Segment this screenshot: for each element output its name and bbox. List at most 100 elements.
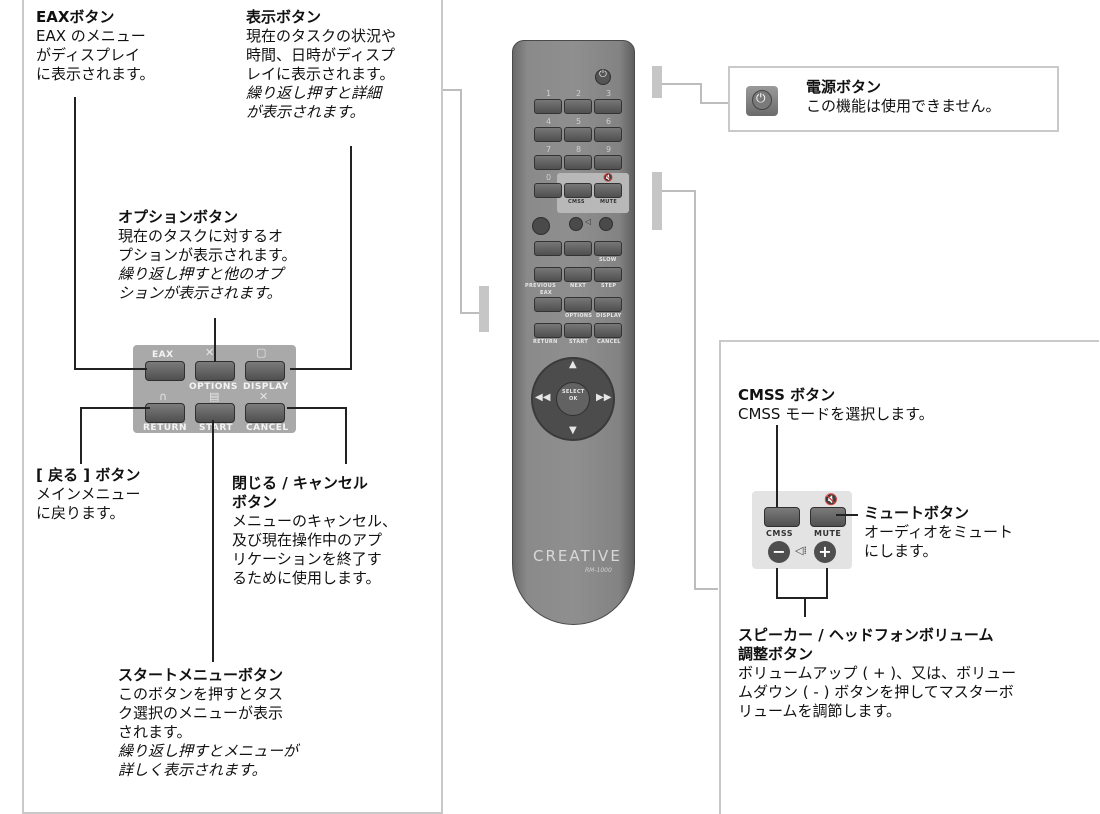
remote-button-9[interactable] xyxy=(594,155,622,170)
mini-options-button[interactable] xyxy=(195,361,235,381)
power-icon: ⏻ xyxy=(599,69,607,80)
remote-brand: CREATIVE xyxy=(533,547,622,565)
remote-next-button[interactable] xyxy=(564,267,592,282)
select-ok-button[interactable] xyxy=(556,382,590,416)
mini-return-icon: ∩ xyxy=(159,390,168,403)
remote-cmss-button[interactable] xyxy=(564,183,592,198)
volume-heading-line1: スピーカー / ヘッドフォンボリューム xyxy=(738,626,994,644)
cancel-heading-line2: ボタン xyxy=(232,493,278,511)
power-info-box: ⏻ 電源ボタン この機能は使用できません。 xyxy=(728,66,1059,132)
eax-leader-horizontal xyxy=(74,368,147,370)
nav-rewind-icon[interactable]: ◀◀ xyxy=(535,392,551,403)
power-connector-marker xyxy=(652,66,662,98)
cmss-description: CMSS ボタン CMSS モードを選択します。 xyxy=(738,386,1038,424)
remote-play-pause-button[interactable] xyxy=(564,241,592,256)
eax-leader-vertical xyxy=(74,97,76,369)
remote-volume-up-button[interactable] xyxy=(599,217,613,231)
nav-forward-icon[interactable]: ▶▶ xyxy=(596,392,612,403)
power-button[interactable] xyxy=(595,69,611,85)
remote-slow-button[interactable] xyxy=(594,241,622,256)
start-heading: スタートメニューボタン xyxy=(118,666,284,684)
right-panel xyxy=(719,340,1099,814)
right-connector-marker xyxy=(652,172,662,230)
cmss-heading: CMSS ボタン xyxy=(738,386,836,404)
closeup-mute-button[interactable] xyxy=(810,507,846,527)
start-description: スタートメニューボタン このボタンを押すとタス ク選択のメニューが表示 されます… xyxy=(118,666,348,780)
remote-volume-down-button[interactable] xyxy=(569,217,583,231)
display-heading: 表示ボタン xyxy=(246,8,322,26)
options-description: オプションボタン 現在のタスクに対するオ プションが表示されます。 繰り返し押す… xyxy=(118,208,338,303)
power-connector-line3 xyxy=(700,102,728,104)
remote-button-2[interactable] xyxy=(564,99,592,114)
mini-display-icon: ▢ xyxy=(256,346,267,359)
left-connector-marker xyxy=(479,286,489,332)
volume-closeup: 🔇 CMSS MUTE − ◁⁞ + xyxy=(752,491,852,569)
volume-description: スピーカー / ヘッドフォンボリューム 調整ボタン ボリュームアップ ( + )… xyxy=(738,626,1093,721)
cancel-leader-vertical xyxy=(345,407,347,464)
mini-eax-button[interactable] xyxy=(145,361,185,381)
mute-heading: ミュートボタン xyxy=(864,504,970,522)
remote-previous-button[interactable] xyxy=(534,267,562,282)
mini-start-icon: ▤ xyxy=(209,390,220,403)
power-icon xyxy=(752,90,772,110)
closeup-mute-icon: 🔇 xyxy=(824,493,838,506)
remote-stop-eject-button[interactable] xyxy=(534,241,562,256)
remote-button-7[interactable] xyxy=(534,155,562,170)
remote-record-button[interactable] xyxy=(532,217,550,235)
closeup-mute-label: MUTE xyxy=(814,529,842,538)
mini-start-button[interactable] xyxy=(195,403,235,423)
volume-leader-left xyxy=(776,568,778,598)
remote-cancel-button[interactable] xyxy=(594,323,622,338)
remote-return-button[interactable] xyxy=(534,323,562,338)
options-leader xyxy=(214,318,216,362)
closeup-speaker-icon: ◁⁞ xyxy=(795,544,807,557)
left-connector-vertical xyxy=(460,89,462,314)
display-leader-vertical xyxy=(350,146,352,370)
return-leader-vertical xyxy=(80,407,82,464)
volume-leader-right xyxy=(826,568,828,598)
volume-leader-down xyxy=(804,597,806,617)
power-connector-line1 xyxy=(662,83,702,85)
power-description: 電源ボタン この機能は使用できません。 xyxy=(806,78,1056,116)
remote-button-8[interactable] xyxy=(564,155,592,170)
closeup-cmss-button[interactable] xyxy=(764,507,800,527)
remote-mute-icon: 🔇 xyxy=(603,173,613,182)
mini-return-button[interactable] xyxy=(145,403,185,423)
remote-display-button[interactable] xyxy=(594,297,622,312)
left-connector-bottom xyxy=(460,312,480,314)
closeup-volume-up[interactable]: + xyxy=(814,541,836,563)
eax-description: EAXボタン EAX のメニュー がディスプレイ に表示されます。 xyxy=(36,8,206,84)
remote-button-5[interactable] xyxy=(564,127,592,142)
right-connector-vertical xyxy=(694,190,696,590)
return-description: [ 戻る ] ボタン メインメニュー に戻ります。 xyxy=(36,466,196,523)
nav-down-arrow-icon[interactable]: ▼ xyxy=(569,425,577,436)
power-connector-line2 xyxy=(700,83,702,103)
remote-button-1[interactable] xyxy=(534,99,562,114)
remote-control: ⏻ 1 2 3 4 5 6 7 8 9 0 🔇 CMSS MUTE ◁ SLOW… xyxy=(512,40,635,625)
remote-button-4[interactable] xyxy=(534,127,562,142)
remote-mute-button[interactable] xyxy=(594,183,622,198)
remote-start-button[interactable] xyxy=(564,323,592,338)
remote-button-3[interactable] xyxy=(594,99,622,114)
return-heading: [ 戻る ] ボタン xyxy=(36,466,141,484)
mini-display-button[interactable] xyxy=(245,361,285,381)
mini-cancel-button[interactable] xyxy=(245,403,285,423)
display-description: 表示ボタン 現在のタスクの状況や 時間、日時がディスプ レイに表示されます。 繰… xyxy=(246,8,436,122)
cancel-description: 閉じる / キャンセル ボタン メニューのキャンセル、 及び現在操作中のアプ リ… xyxy=(232,474,437,588)
mini-cancel-icon: ✕ xyxy=(259,390,269,403)
closeup-volume-down[interactable]: − xyxy=(768,541,790,563)
nav-up-arrow-icon[interactable]: ▲ xyxy=(569,359,577,370)
mini-options-icon: ✕ xyxy=(205,346,215,359)
remote-options-button[interactable] xyxy=(564,297,592,312)
mini-start-label: START xyxy=(199,423,234,433)
remote-button-6[interactable] xyxy=(594,127,622,142)
mini-eax-label: EAX xyxy=(152,350,174,360)
start-leader xyxy=(212,420,214,662)
return-leader-horizontal xyxy=(80,407,150,409)
volume-leader-horizontal xyxy=(776,597,828,599)
mini-cancel-label: CANCEL xyxy=(246,423,289,433)
remote-button-0[interactable] xyxy=(534,183,562,198)
remote-eax-button[interactable] xyxy=(534,297,562,312)
remote-step-button[interactable] xyxy=(594,267,622,282)
eax-heading: EAXボタン xyxy=(36,8,115,26)
